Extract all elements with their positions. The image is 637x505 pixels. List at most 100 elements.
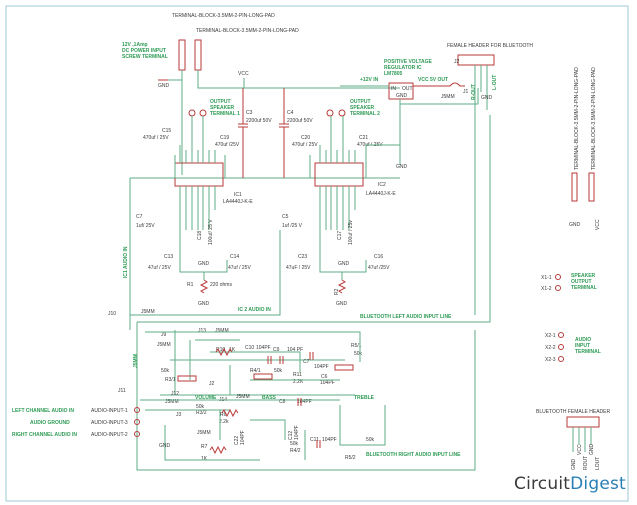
ic1-lower-bus: [179, 260, 228, 280]
left-channel-label: LEFT CHANNEL AUDIO IN: [12, 408, 74, 414]
tone-lower-wires: [140, 399, 386, 461]
reg-l1: POSITIVE VOLTAGE: [384, 59, 433, 65]
reg-out-label: VCC 5V OUT: [418, 77, 448, 83]
bt-left-line: BLUETOOTH LEFT AUDIO INPUT LINE: [360, 314, 452, 320]
reg-l3: LM7805: [384, 71, 403, 77]
c20-ref: C20: [301, 135, 310, 141]
c13-ref: C13: [164, 254, 173, 260]
r31-val: 50k: [161, 368, 170, 374]
ic1-audio-in: IC1 AUDIO IN: [123, 246, 129, 278]
x1-2: X1-2: [541, 286, 552, 292]
gnd-r1: GND: [198, 301, 210, 307]
r32-val: 50k: [196, 404, 205, 410]
gnd-c17: GND: [338, 261, 350, 267]
audio-term-l1: AUDIO: [575, 337, 591, 343]
r10-ref: R10: [216, 347, 225, 353]
bt-pin-gnd1: GND: [571, 459, 577, 471]
r42-val: 50k: [290, 441, 299, 447]
bt-header-bottom[interactable]: [566, 416, 600, 428]
audio-input-1-pad[interactable]: [134, 407, 140, 413]
ic2-body[interactable]: [314, 162, 364, 187]
reg-pin-gnd: GND: [396, 93, 408, 99]
c14-ref: C14: [230, 254, 239, 260]
tb4-pin[interactable]: [588, 172, 595, 202]
c3-symbol: [238, 88, 248, 178]
bt-female-label: BLUETOOTH FEMALE HEADER: [536, 409, 610, 415]
audio-input-3-pad[interactable]: [134, 419, 140, 425]
r7-symbol: [209, 445, 227, 455]
r31-pot[interactable]: [177, 375, 197, 382]
c15-val: 470uf / 25V: [143, 135, 169, 141]
x2-3-pad[interactable]: [558, 356, 564, 362]
r52-val: 50k: [366, 437, 375, 443]
c9-ref: C9: [273, 347, 280, 353]
tone-caps: [267, 352, 314, 364]
audio-input-2: AUDIO-INPUT-2: [91, 432, 128, 438]
r41-val: 50k: [274, 368, 283, 374]
audio-input-2-pad[interactable]: [134, 431, 140, 437]
ic2-ref: IC2: [378, 182, 386, 188]
out-spk1-l3: TERMINAL 1: [210, 111, 240, 117]
c21-ref: C21: [359, 135, 368, 141]
power-terminal-pin1[interactable]: [178, 39, 186, 71]
r31-ref: R3/1: [165, 377, 176, 383]
power-terminal-pin2[interactable]: [194, 39, 202, 71]
ic2-audio-in: IC 2 AUDIO IN: [238, 307, 271, 313]
c7b-ref: C7: [303, 359, 310, 365]
power-in-l3: SCREW TERMINAL: [122, 54, 168, 60]
reg-l2: REGULATOR IC: [384, 65, 422, 71]
tb3-gnd: GND: [569, 222, 581, 228]
j2-ref: J2: [209, 381, 215, 387]
c13-val: 47uf / 25V: [148, 265, 171, 271]
speaker2-pad-b[interactable]: [338, 109, 346, 117]
r41-pot[interactable]: [253, 373, 273, 380]
ic1-pins: [179, 116, 216, 260]
speaker2-pad-a[interactable]: [326, 109, 334, 117]
regulator-ic[interactable]: [388, 82, 414, 100]
power-in-l2: DC POWER INPUT: [122, 48, 166, 54]
tb2-label: TERMINAL-BLOCK-3.5MM-2-PIN-LONG-PAD: [196, 28, 299, 34]
bt-header-top[interactable]: [457, 54, 495, 66]
r51-pot[interactable]: [334, 364, 354, 371]
ic2-part: LA4440J-K-E: [366, 191, 396, 197]
audio-term-l2: INPUT: [575, 343, 590, 349]
x2-1-pad[interactable]: [558, 332, 564, 338]
wire-vcc-bus: [197, 70, 400, 89]
j1-ref: J1: [463, 89, 469, 95]
x1-2-pad[interactable]: [555, 285, 561, 291]
tb3-pin[interactable]: [571, 172, 578, 202]
bt-header-ref: J2: [454, 59, 460, 65]
r11-ref: R11: [293, 372, 302, 378]
j13-ref: J13: [198, 328, 206, 334]
gnd-audio: GND: [159, 443, 171, 449]
j14-size: J5MM: [236, 394, 250, 400]
j1-jumper[interactable]: [413, 82, 465, 87]
audio-input-1: AUDIO-INPUT-1: [91, 408, 128, 414]
c5-val: 1uf /25 V: [282, 223, 303, 229]
j4-size: J5MM: [133, 354, 139, 368]
speaker1-pad-a[interactable]: [188, 109, 196, 117]
circuitdigest-logo: CircuitDigest: [514, 474, 626, 494]
c16-ref: C16: [374, 254, 383, 260]
c18-ref: C18: [197, 231, 203, 240]
gnd-bt: GND: [481, 95, 493, 101]
x1-1-pad[interactable]: [555, 274, 561, 280]
c23-val: 47uF / 25V: [286, 265, 311, 271]
vcc-label: VCC: [238, 71, 249, 77]
c8-ref: C8: [279, 399, 286, 405]
r32-ref: R3/2: [196, 410, 207, 416]
tone-wires: [145, 330, 361, 396]
c19-val: 470uf /25V: [215, 142, 240, 148]
bt-out-wires: [474, 65, 488, 315]
c7-ref: C7: [136, 214, 143, 220]
c10-ref: C10: [245, 345, 254, 351]
tone-lower-caps: [297, 398, 321, 448]
tb4-label: TERMINAL-BLOCK-3.5MM-2-PIN-LONG-PAD: [591, 67, 597, 170]
x2-2-pad[interactable]: [558, 344, 564, 350]
c5-ref: C5: [282, 214, 289, 220]
r2-ref: R2: [334, 288, 340, 295]
bt-pin-vcc: VCC: [577, 444, 583, 455]
c8-val: 104PF: [297, 399, 312, 405]
speaker1-pad-b[interactable]: [199, 109, 207, 117]
